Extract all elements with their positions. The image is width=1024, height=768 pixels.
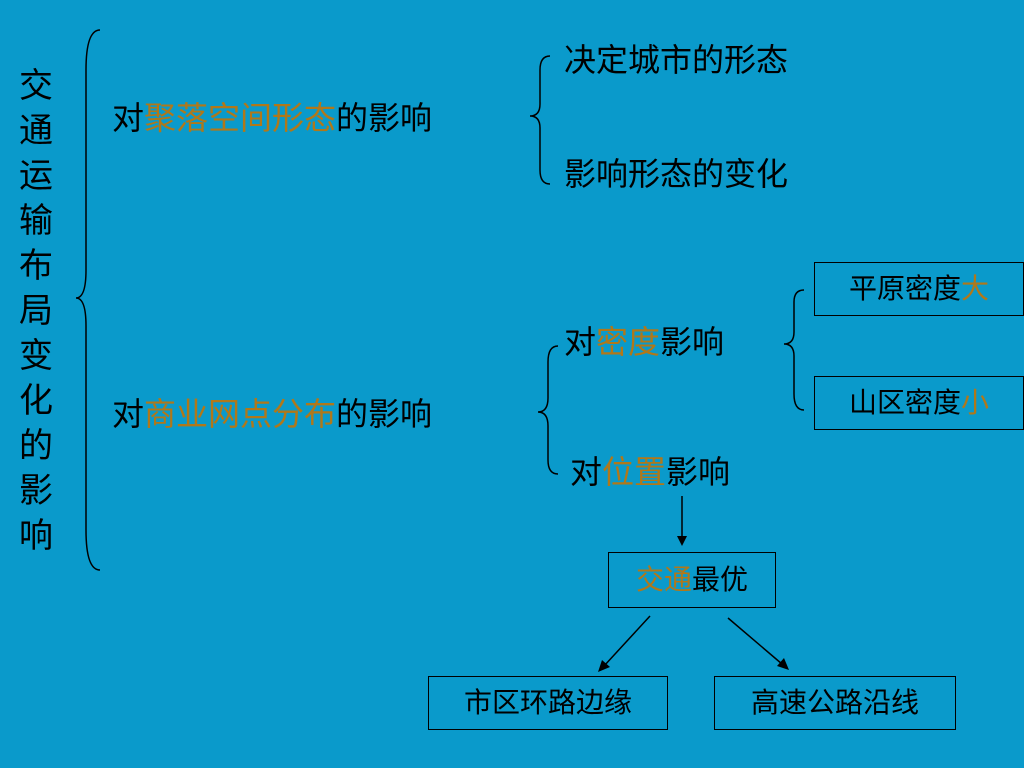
location-highlight: 位置 bbox=[602, 453, 667, 491]
location-label: 对位置影响 bbox=[570, 452, 730, 492]
branch2-label: 对商业网点分布的影响 bbox=[112, 394, 432, 434]
brace-density bbox=[783, 289, 805, 411]
arrow-right-head bbox=[777, 658, 789, 670]
result-box-1: 市区环路边缘 bbox=[428, 676, 668, 730]
result-text-2: 高速公路沿线 bbox=[750, 686, 919, 719]
branch1-highlight: 聚落空间形态 bbox=[144, 99, 337, 137]
branch1-child-2: 影响形态的变化 bbox=[564, 155, 789, 193]
branch2-suffix: 的影响 bbox=[336, 395, 433, 433]
mountain-density-box: 山区密度小 bbox=[814, 376, 1024, 430]
plain-density-text: 平原密度 bbox=[848, 272, 961, 305]
optimal-text: 最优 bbox=[692, 563, 749, 596]
branch1-child-1: 决定城市的形态 bbox=[564, 41, 789, 79]
optimal-box: 交通最优 bbox=[608, 552, 776, 608]
plain-density-highlight: 大 bbox=[961, 272, 990, 305]
result-text-1: 市区环路边缘 bbox=[463, 686, 632, 719]
arrow-left-head bbox=[598, 660, 610, 672]
arrow-left-line bbox=[603, 615, 651, 667]
density-label: 对密度影响 bbox=[564, 322, 724, 362]
density-suffix: 影响 bbox=[660, 323, 725, 361]
arrow-right-line bbox=[727, 617, 783, 665]
branch2-prefix: 对 bbox=[112, 395, 145, 433]
result-box-2: 高速公路沿线 bbox=[714, 676, 956, 730]
plain-density-box: 平原密度大 bbox=[814, 262, 1024, 316]
branch1-suffix: 的影响 bbox=[336, 99, 433, 137]
brace-branch2 bbox=[537, 345, 559, 475]
location-prefix: 对 bbox=[570, 453, 603, 491]
main-brace bbox=[75, 29, 101, 571]
location-suffix: 影响 bbox=[666, 453, 731, 491]
branch1-label: 对聚落空间形态的影响 bbox=[112, 98, 432, 138]
branch2-highlight: 商业网点分布 bbox=[144, 395, 337, 433]
mountain-density-highlight: 小 bbox=[961, 386, 990, 419]
arrow-down-head bbox=[677, 536, 687, 546]
density-prefix: 对 bbox=[564, 323, 597, 361]
mountain-density-text: 山区密度 bbox=[848, 386, 961, 419]
brace-branch1 bbox=[529, 55, 551, 185]
vertical-title: 交通运输布局变化的影响 bbox=[19, 66, 53, 556]
density-highlight: 密度 bbox=[596, 323, 661, 361]
optimal-highlight: 交通 bbox=[635, 563, 692, 596]
branch1-prefix: 对 bbox=[112, 99, 145, 137]
